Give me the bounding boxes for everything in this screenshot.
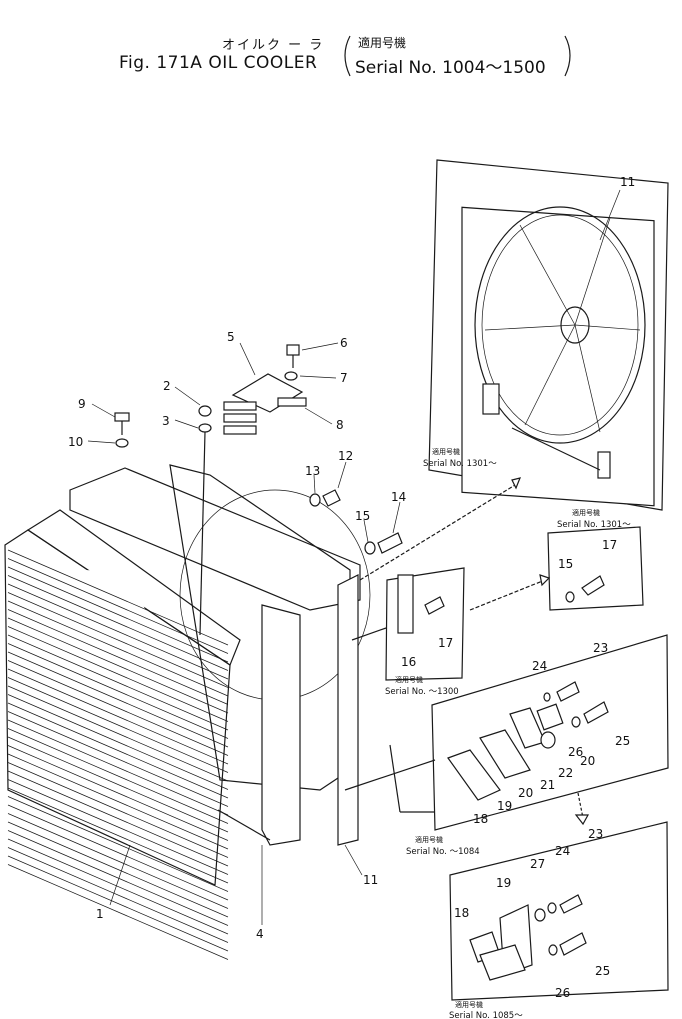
note-serial: Serial No. 1301～ [557,520,631,530]
callout: 18 [473,812,488,826]
callout: 5 [227,330,235,344]
callout: 19 [497,799,512,813]
callout: 25 [615,734,630,748]
note-jp: 適用号機 [395,675,423,684]
callout: 2 [163,379,171,393]
serial-range: Serial No. 1004～1500 [355,58,546,78]
callout: 3 [162,414,170,428]
radiator-core [4,509,241,960]
callout: 27 [530,857,545,871]
callout: 26 [555,986,570,1000]
callout: 11 [363,873,378,887]
callout: 18 [454,906,469,920]
callout: 25 [595,964,610,978]
note-jp: 適用号機 [432,447,460,456]
tie-rods [359,477,551,611]
title-japanese: オイルク ー ラ [222,38,325,53]
callout: 12 [338,449,353,463]
frame-assembly [69,464,371,846]
callout: 11 [620,175,635,189]
paren-left [344,35,351,77]
callout: 9 [78,397,86,411]
callout: 8 [336,418,344,432]
callout: 20 [580,754,595,768]
callout: 14 [391,490,406,504]
note-serial: Serial No. 1085～ [449,1011,523,1019]
callout: 23 [593,641,608,655]
inset-plates-1085 [449,821,669,1001]
note-serial: Serial No. ～1084 [406,847,480,857]
callout: 17 [438,636,453,650]
callout: 10 [68,435,83,449]
applicability-notes: 適用号機 Serial No. 1301～ 適用号機 Serial No. 13… [385,447,631,1019]
callout: 22 [558,766,573,780]
callout: 23 [588,827,603,841]
inset-bolt-1301 [547,526,644,611]
callout: 20 [518,786,533,800]
title-japanese-applicability: 適用号機 [358,36,407,50]
note-serial: Serial No. 1301～ [423,459,497,469]
callout: 15 [355,509,370,523]
figure-title: Fig. 171A OIL COOLER [119,53,318,73]
note-jp: 適用号機 [572,508,600,517]
note-jp: 適用号機 [415,835,443,844]
paren-right [564,35,571,77]
callout: 19 [496,876,511,890]
leader-lines [87,189,621,925]
note-serial: Serial No. ～1300 [385,687,459,697]
callout: 16 [401,655,416,669]
bracket-assembly [223,373,307,435]
callout: 13 [305,464,320,478]
callout-labels: 1 2 3 4 5 6 7 8 9 10 11 11 12 13 14 15 1… [68,175,635,1000]
note-jp: 適用号機 [455,1000,483,1009]
callout: 7 [340,371,348,385]
callout: 17 [602,538,617,552]
arrow-to-1085 [574,792,590,826]
callout: 21 [540,778,555,792]
callout: 1 [96,907,104,921]
callout: 15 [558,557,573,571]
inset-bracket-1300 [351,567,465,681]
fastener-shapes [114,344,403,636]
callout: 24 [532,659,547,673]
callout: 24 [555,844,570,858]
inset-plates-1084 [344,634,669,831]
callout: 4 [256,927,264,941]
inset-fan-shroud [428,159,669,511]
callout: 26 [568,745,583,759]
callout: 6 [340,336,348,350]
